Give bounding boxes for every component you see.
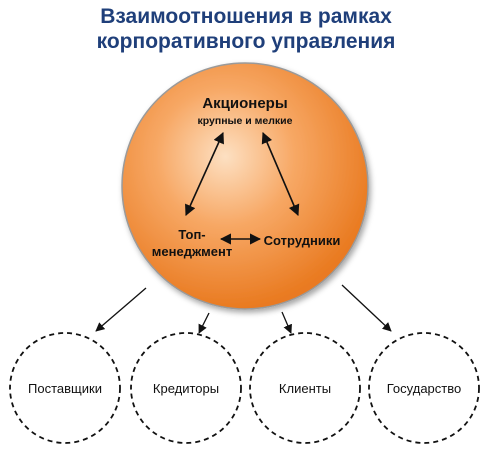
stakeholder-creditors: Кредиторы bbox=[130, 332, 242, 444]
arrow-shareholders-management bbox=[185, 131, 224, 217]
arrow-to-creditors bbox=[198, 312, 210, 334]
stakeholder-clients: Клиенты bbox=[249, 332, 361, 444]
stakeholder-label: Клиенты bbox=[279, 381, 331, 396]
arrow-to-state bbox=[341, 284, 392, 332]
diagram-title: Взаимоотношения в рамках корпоративного … bbox=[0, 4, 492, 54]
core-circle bbox=[121, 62, 369, 310]
stakeholder-suppliers: Поставщики bbox=[9, 332, 121, 444]
stakeholder-circle bbox=[9, 332, 121, 444]
employees-label: Сотрудники bbox=[264, 233, 341, 248]
stakeholder-state: Государство bbox=[368, 332, 480, 444]
shareholders-sublabel: крупные и мелкие bbox=[198, 115, 293, 127]
stakeholder-label: Государство bbox=[387, 381, 461, 396]
stakeholder-circle bbox=[368, 332, 480, 444]
arrow-to-clients bbox=[281, 311, 292, 334]
stakeholder-circle bbox=[130, 332, 242, 444]
shareholders-label: Акционеры bbox=[202, 95, 287, 112]
stakeholder-label: Кредиторы bbox=[153, 381, 219, 396]
management-label-line-2: менеджмент bbox=[152, 244, 232, 259]
arrow-to-suppliers bbox=[95, 287, 147, 332]
arrow-shareholders-employees bbox=[261, 131, 300, 217]
management-label-line-1: Топ- bbox=[178, 227, 205, 242]
title-line-2: корпоративного управления bbox=[96, 30, 396, 53]
stakeholder-circle bbox=[249, 332, 361, 444]
title-line-1: Взаимоотношения в рамках bbox=[100, 5, 392, 28]
stakeholder-label: Поставщики bbox=[28, 381, 102, 396]
